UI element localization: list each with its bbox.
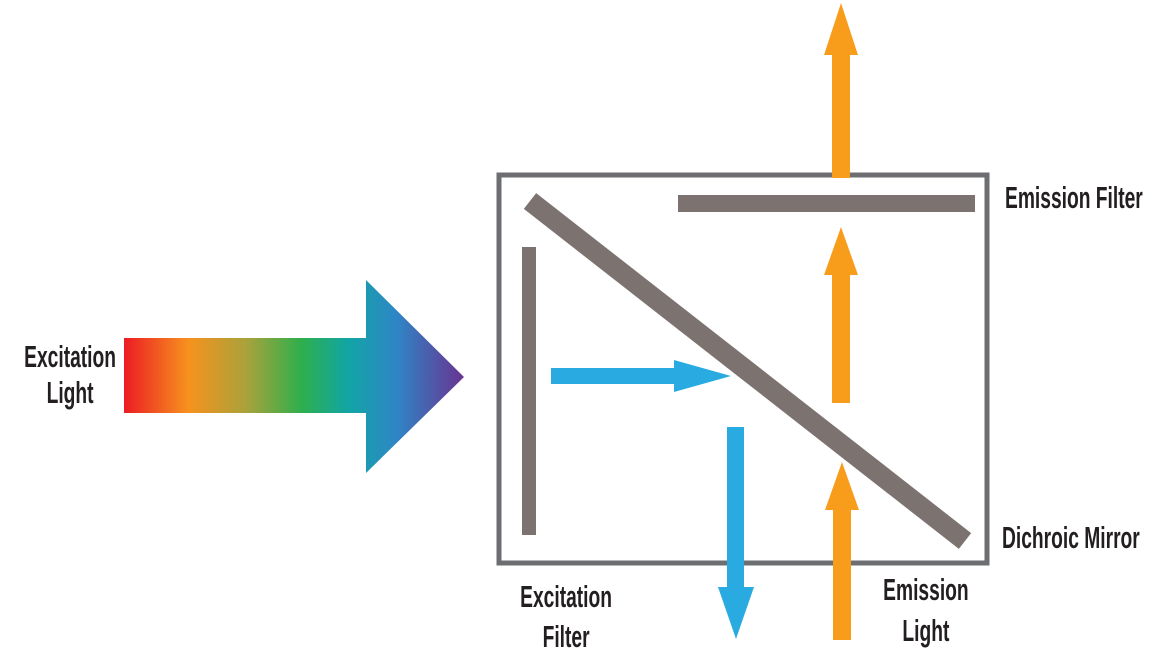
excitation-ray-right-arrow: [551, 360, 731, 392]
dichroic-mirror-bar: [523, 193, 972, 549]
emission-filter-bar: [678, 195, 975, 212]
emission-light-line2: Light: [902, 613, 950, 648]
excitation-light-label: Excitation Light: [0, 339, 116, 411]
emission-filter-label: Emission Filter: [1005, 180, 1143, 215]
emission-ray-middle-arrow: [824, 227, 858, 403]
excitation-filter-line1: Excitation: [520, 579, 612, 614]
excitation-filter-bar: [522, 247, 536, 535]
excitation-light-line1: Excitation: [24, 339, 117, 374]
excitation-light-line2: Light: [46, 375, 94, 410]
dichroic-mirror-label: Dichroic Mirror: [1002, 520, 1140, 555]
emission-ray-top-arrow: [824, 3, 858, 178]
excitation-ray-down-arrow: [718, 427, 754, 639]
emission-ray-bottom-arrow: [825, 462, 859, 640]
excitation-beam-arrow: [124, 280, 464, 473]
emission-light-line1: Emission: [883, 572, 969, 607]
excitation-filter-label: Excitation Filter: [486, 577, 646, 655]
emission-light-label: Emission Light: [851, 569, 1001, 651]
excitation-filter-line2: Filter: [542, 619, 590, 654]
